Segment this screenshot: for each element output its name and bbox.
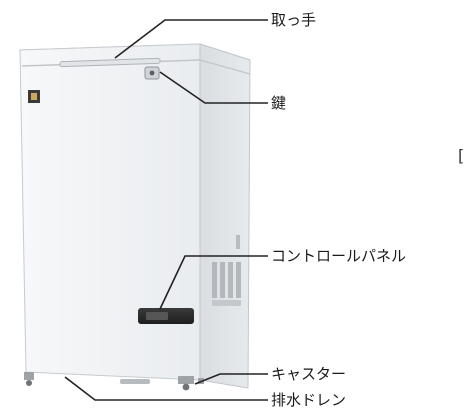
leader-handle (114, 19, 268, 59)
label-control-panel: コントロールパネル (271, 247, 407, 265)
handle-bar (59, 57, 161, 68)
leader-caster (194, 373, 268, 385)
drain (120, 379, 150, 384)
cabinet-front (19, 43, 201, 381)
side-bracket (236, 235, 240, 249)
lid-seam-side (199, 59, 251, 75)
leader-panel (159, 255, 268, 310)
control-panel-window (146, 312, 168, 320)
caster-right (178, 376, 204, 391)
caster-left (24, 372, 34, 386)
edge-bracket-mark: [ (458, 146, 465, 165)
label-handle: 取っ手 (271, 11, 317, 29)
lock-keyhole (149, 70, 155, 76)
label-caster: キャスター (271, 365, 347, 383)
display-badge-inner (31, 93, 37, 100)
label-drain: 排水ドレン (271, 391, 347, 409)
leader-drain (64, 376, 268, 401)
leader-key (159, 71, 268, 104)
cabinet-side (199, 43, 251, 389)
side-vent (212, 262, 241, 306)
label-key: 鍵 (271, 94, 287, 112)
